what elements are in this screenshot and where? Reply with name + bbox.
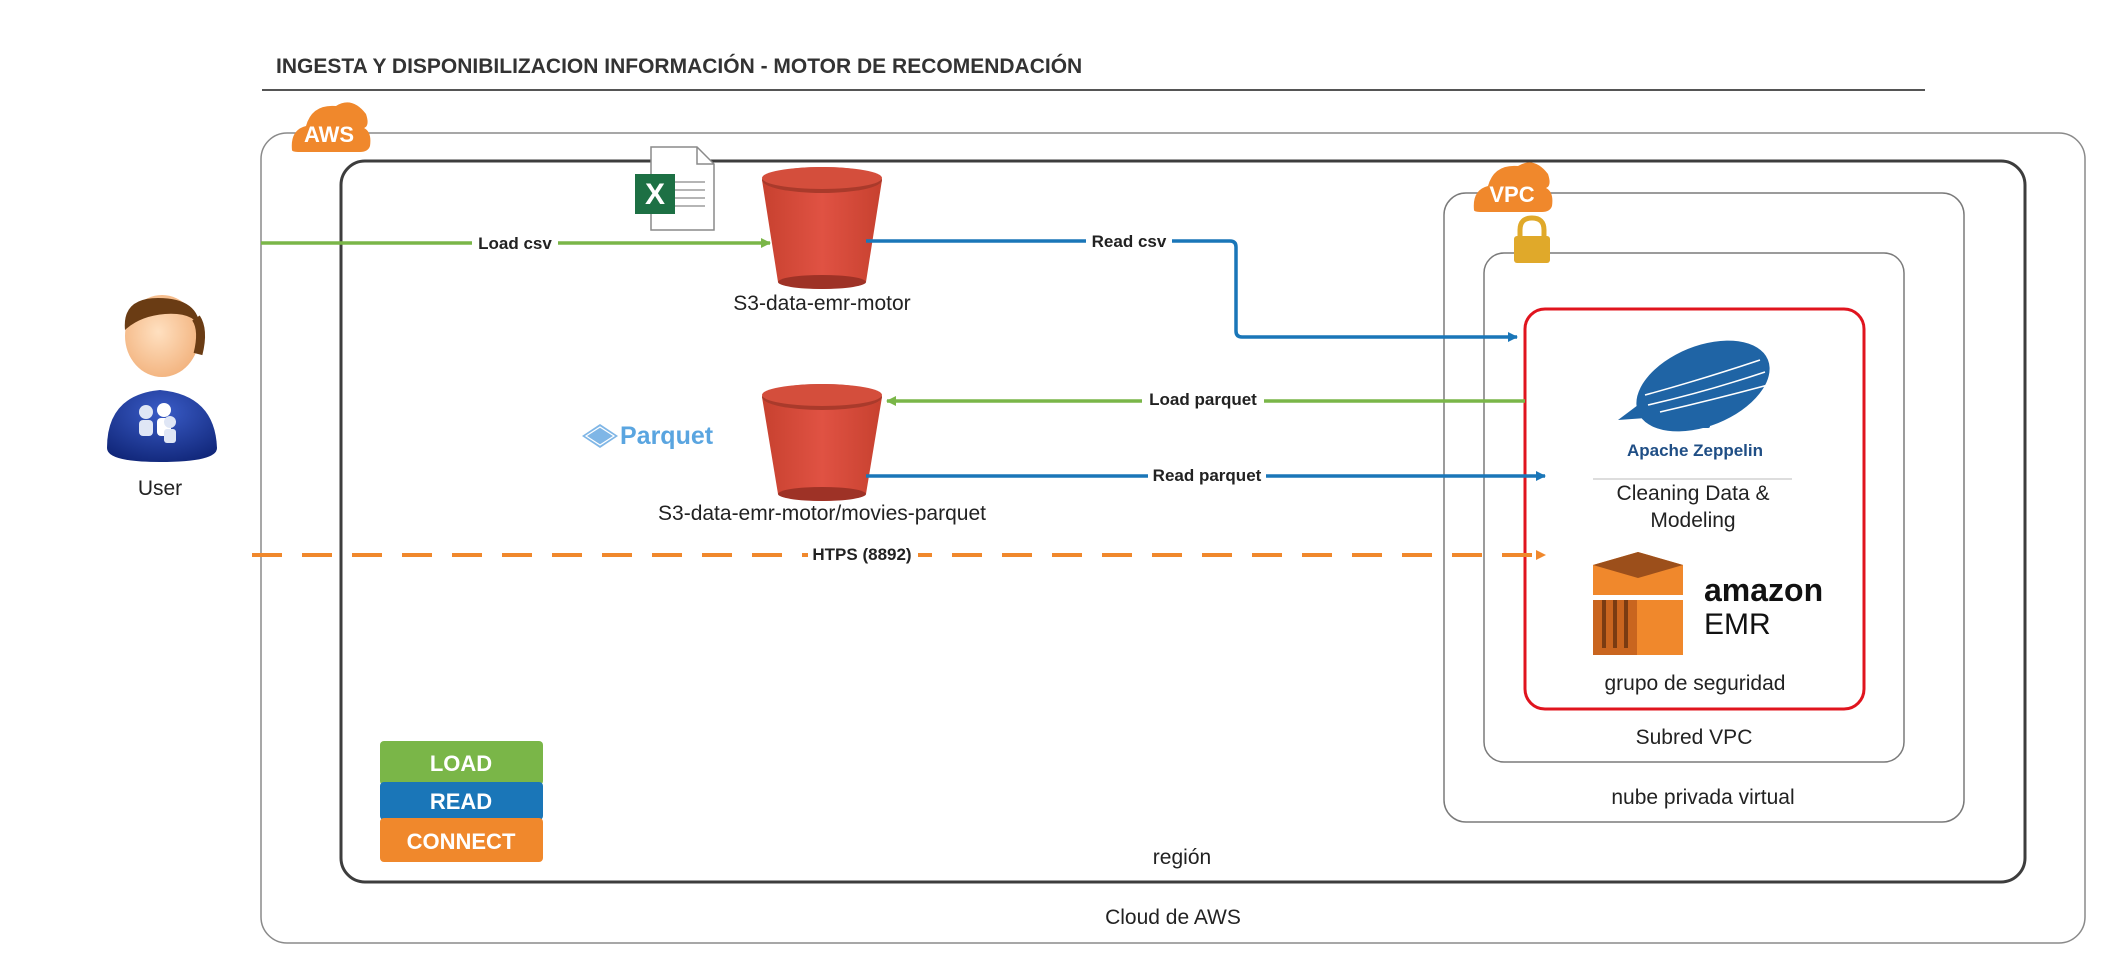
emr-product-text: EMR <box>1704 608 1771 641</box>
aws-cloud-icon: AWS <box>291 102 371 152</box>
excel-file-icon: X <box>635 146 715 231</box>
legend-load-swatch <box>380 741 543 785</box>
parquet-logo: Parquet <box>582 422 714 450</box>
bucket-raw-label: S3-data-emr-motor <box>733 292 910 315</box>
legend-read-swatch <box>380 782 543 820</box>
region-container <box>339 159 2027 884</box>
edge-load-parquet-label: Load parquet <box>1149 390 1257 409</box>
user-icon <box>107 295 217 462</box>
vpc-label: nube privada virtual <box>1611 786 1794 809</box>
aws-cloud-container <box>260 132 2086 944</box>
edge-load-csv-label: Load csv <box>478 234 552 253</box>
legend-read-label: READ <box>430 789 492 814</box>
vpc-badge-text: VPC <box>1489 182 1534 207</box>
lock-icon <box>1514 215 1550 263</box>
bucket-parquet-label: S3-data-emr-motor/movies-parquet <box>658 502 986 525</box>
security-group-label: grupo de seguridad <box>1605 672 1786 695</box>
s3-bucket-parquet-icon <box>762 384 882 501</box>
legend: LOAD READ CONNECT <box>380 741 543 862</box>
legend-load-label: LOAD <box>430 751 492 776</box>
region-label: región <box>1153 846 1211 869</box>
aws-cloud-label: Cloud de AWS <box>1105 906 1241 929</box>
emr-brand-text: amazon <box>1704 572 1823 608</box>
edge-read-csv-label: Read csv <box>1092 232 1167 251</box>
subnet-container <box>1483 252 1905 763</box>
zeppelin-caption-line1: Cleaning Data & <box>1617 482 1770 505</box>
edge-https-label: HTPS (8892) <box>812 545 911 564</box>
s3-bucket-raw-icon <box>762 167 882 289</box>
zeppelin-logo-text: Apache Zeppelin <box>1627 441 1763 460</box>
zeppelin-logo: Apache Zeppelin <box>1618 340 1770 460</box>
diagram-title: INGESTA Y DISPONIBILIZACION INFORMACIÓN … <box>276 54 1082 78</box>
edge-read-parquet-label: Read parquet <box>1153 466 1262 485</box>
user-label: User <box>138 477 182 500</box>
excel-letter: X <box>645 178 665 211</box>
legend-connect-label: CONNECT <box>407 829 516 854</box>
zeppelin-caption-line2: Modeling <box>1650 509 1735 532</box>
emr-logo-icon <box>1593 552 1683 655</box>
security-group-container <box>1523 307 1866 711</box>
parquet-logo-text: Parquet <box>620 422 714 450</box>
legend-connect-swatch <box>380 818 543 862</box>
aws-badge-text: AWS <box>304 122 354 147</box>
edge-read-csv-line <box>866 239 1518 342</box>
vpc-container <box>1443 192 1965 823</box>
vpc-cloud-icon: VPC <box>1473 162 1553 212</box>
subnet-label: Subred VPC <box>1636 726 1753 749</box>
